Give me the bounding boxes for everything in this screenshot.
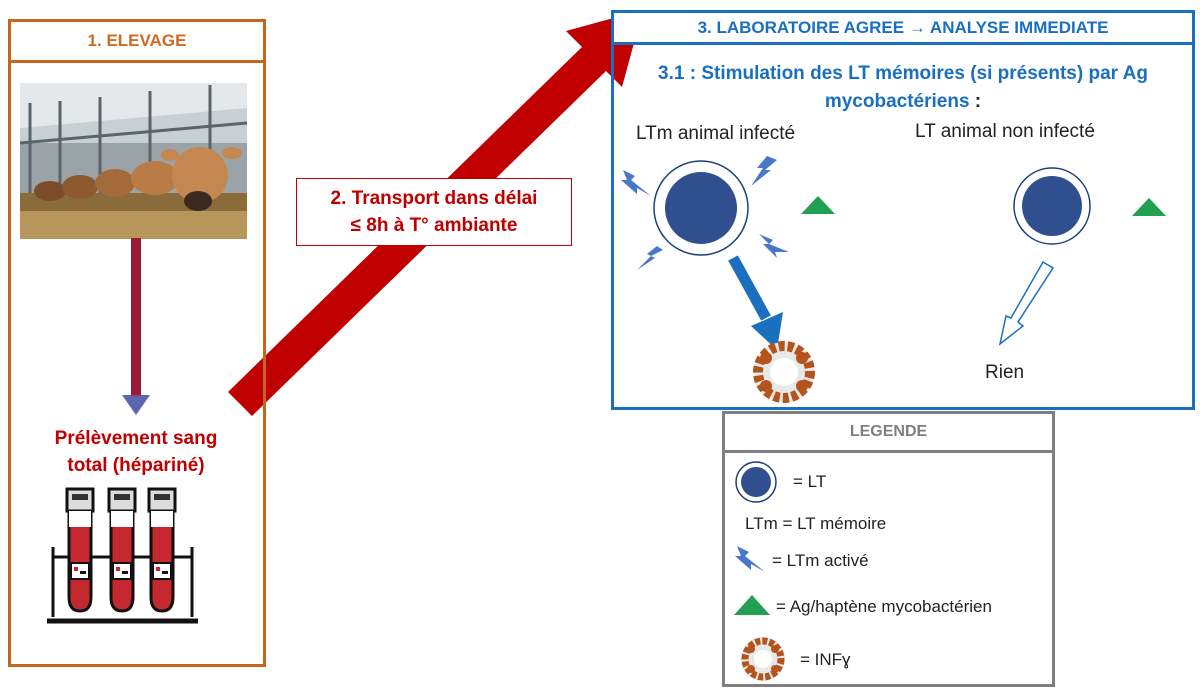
legend-interferon-icon: [741, 637, 785, 681]
no-response-label: Rien: [985, 362, 1025, 383]
down-arrow: [122, 238, 150, 415]
legend-item-interferon: = INFɣ: [800, 650, 851, 669]
legend-panel: [722, 411, 1055, 687]
blood-sample-label: Prélèvement sang total (hépariné): [20, 425, 252, 479]
blood-tubes-icon: [45, 487, 200, 632]
antigen-triangle-icon: [801, 196, 835, 214]
transport-box: 2. Transport dans délai ≤ 8h à T° ambian…: [296, 178, 572, 246]
legend-lightning-icon: [735, 546, 765, 572]
cattle-photo: [20, 83, 247, 239]
legend-item-lt: = LT: [793, 472, 827, 491]
legend-item-ltm-active: = LTm activé: [772, 551, 869, 570]
sample-label-line1: Prélèvement sang: [54, 428, 218, 449]
laboratory-title: 3. LABORATOIRE AGREE → ANALYSE IMMEDIATE: [611, 10, 1195, 45]
sample-label-line2: total (hépariné): [67, 455, 205, 476]
activated-lymphocyte-icon: [653, 160, 749, 256]
transport-line1: 2. Transport dans délai: [330, 188, 538, 209]
lymphocyte-icon: [1013, 167, 1091, 245]
stimulation-title-suffix: :: [969, 91, 982, 112]
no-response-arrow: [998, 260, 1055, 346]
stimulation-illustration: [621, 156, 1166, 403]
transport-line2: ≤ 8h à T° ambiante: [350, 215, 518, 236]
legend-item-antigen: = Ag/haptène mycobactérien: [776, 597, 992, 616]
elevage-title: 1. ELEVAGE: [8, 19, 266, 63]
legend-title: LEGENDE: [722, 411, 1055, 453]
antigen-triangle-icon: [1132, 198, 1166, 216]
legend-item-ltm: LTm = LT mémoire: [745, 514, 887, 533]
stimulation-title: 3.1 : Stimulation des LT mémoires (si pr…: [615, 60, 1191, 116]
activation-arrow: [728, 255, 783, 350]
stimulation-title-text: 3.1 : Stimulation des LT mémoires (si pr…: [658, 63, 1148, 112]
interferon-icon: [753, 341, 815, 403]
legend-triangle-icon: [734, 595, 770, 615]
noninfected-animal-label: LT animal non infecté: [915, 121, 1095, 142]
lightning-icon: [621, 156, 789, 270]
legend-lymphocyte-icon: [735, 461, 777, 503]
infected-animal-label: LTm animal infecté: [636, 123, 796, 144]
